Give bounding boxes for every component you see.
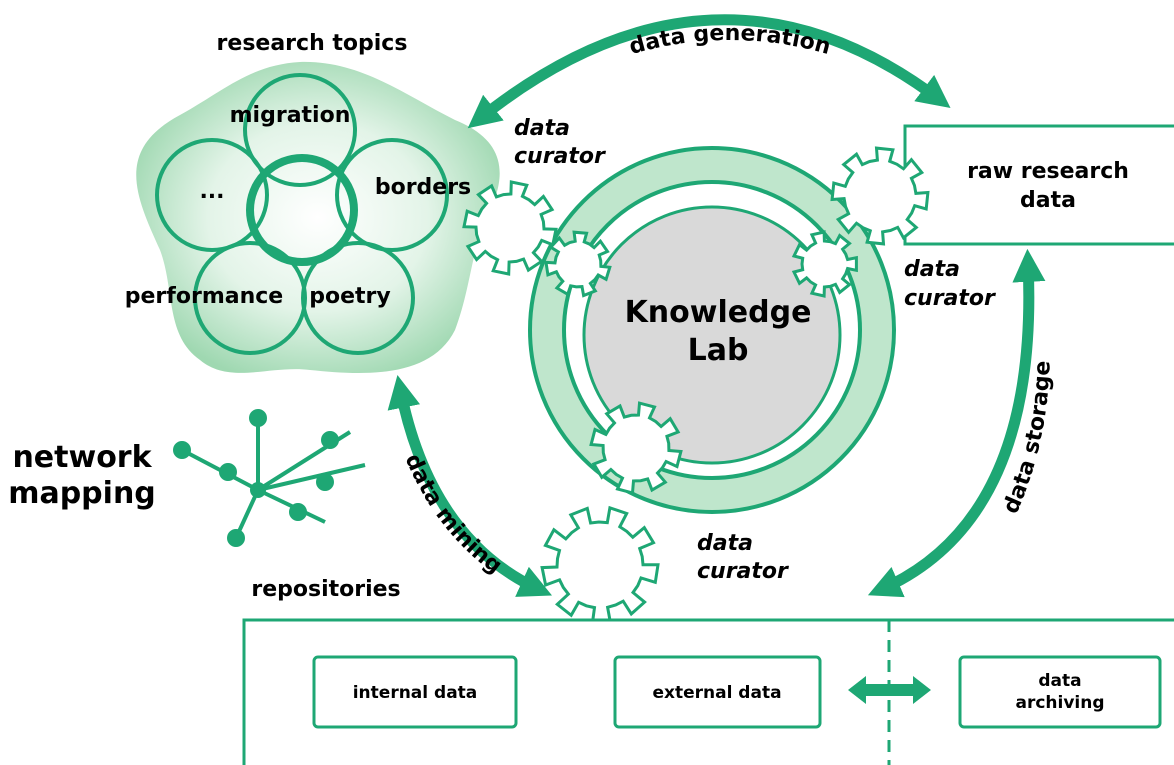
external-data-label: external data xyxy=(652,683,781,703)
research-topics-blob xyxy=(136,61,500,374)
exchange-arrow-icon xyxy=(848,676,931,704)
gear-icon xyxy=(462,180,558,276)
curator-right-line2: curator xyxy=(904,286,996,311)
curator-bottom-line1: data xyxy=(697,531,753,556)
topic-ellipsis: ... xyxy=(199,179,224,204)
gear-icon xyxy=(540,505,660,625)
topic-borders: borders xyxy=(375,175,471,200)
lab-title-line2: Lab xyxy=(688,333,749,368)
topic-circle-ellipsis xyxy=(155,138,269,252)
gear-icons xyxy=(462,146,930,625)
archiving-box xyxy=(958,655,1162,729)
raw-data-line1: raw research xyxy=(967,159,1129,184)
network-label-line2: mapping xyxy=(8,476,156,511)
internal-data-box xyxy=(312,655,518,729)
mining-arrow xyxy=(387,375,553,597)
topic-performance: performance xyxy=(125,284,283,309)
curator-top-line1: data xyxy=(514,116,570,141)
curator-bottom-line2: curator xyxy=(697,559,789,584)
network-label-line1: network xyxy=(12,440,152,475)
topic-circles xyxy=(155,73,449,355)
topic-center-circle xyxy=(246,154,358,266)
raw-data-line2: data xyxy=(1020,188,1076,213)
flow-arrows xyxy=(387,14,1046,598)
gear-icon xyxy=(544,230,612,298)
generation-arrow xyxy=(467,14,951,129)
gear-icon xyxy=(589,401,683,495)
lab-core xyxy=(582,205,842,465)
archiving-label-line2: archiving xyxy=(1015,693,1104,713)
repositories-title: repositories xyxy=(251,577,400,602)
external-data-box xyxy=(613,655,822,729)
curator-right-line1: data xyxy=(904,257,960,282)
topic-circle-borders xyxy=(335,138,449,252)
gear-icon xyxy=(791,230,858,298)
internal-data-label: internal data xyxy=(353,683,478,703)
topic-circle-poetry xyxy=(301,241,415,355)
archiving-label-line1: data xyxy=(1038,671,1081,691)
topic-circle-migration xyxy=(243,73,357,187)
curator-top-line2: curator xyxy=(514,144,606,169)
topic-poetry: poetry xyxy=(309,284,391,309)
gear-icon xyxy=(830,146,930,246)
lab-title-line1: Knowledge xyxy=(625,295,812,330)
network-mapping-icon xyxy=(173,409,366,547)
flow-mining-label: data mining xyxy=(400,450,507,579)
topics-title: research topics xyxy=(217,31,408,56)
raw-data-box xyxy=(903,124,1174,246)
storage-arrow xyxy=(867,248,1046,598)
topic-migration: migration xyxy=(230,103,351,128)
